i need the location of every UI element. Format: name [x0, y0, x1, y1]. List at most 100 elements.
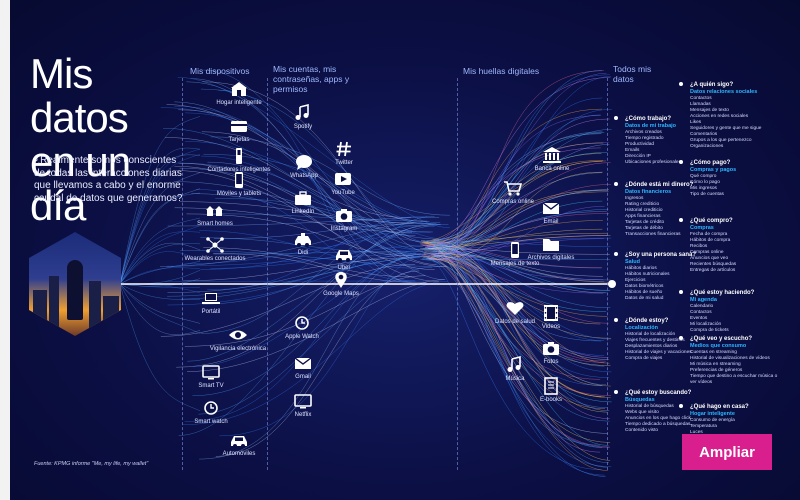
accounts-label: LinkedIn — [291, 209, 315, 215]
mail-icon — [542, 202, 560, 214]
category-item: Grupos a los que pertenezco — [690, 137, 752, 143]
category-heading: Compras y pagos — [690, 167, 737, 173]
flow-line — [119, 153, 201, 285]
flow-line — [423, 142, 604, 244]
flow-line — [180, 250, 448, 267]
flow-line — [423, 144, 610, 257]
accounts-label: YouTube — [331, 190, 355, 196]
axis-end-dot — [608, 280, 616, 288]
flow-line — [422, 251, 605, 341]
accounts-node: Gmail — [271, 354, 335, 381]
film-icon — [544, 305, 558, 321]
flow-line — [198, 267, 433, 415]
category-heading: Mi agenda — [690, 297, 717, 303]
devices-label: Contadores inteligentes — [207, 167, 271, 173]
flow-line — [119, 172, 201, 285]
flow-line — [422, 259, 609, 446]
folder-icon — [543, 239, 559, 251]
accounts-node: Netflix — [271, 392, 335, 419]
category-question: ¿Qué compro? — [690, 218, 733, 224]
left-edge-strip — [0, 0, 10, 500]
flow-line — [433, 254, 601, 446]
footprints-node: E-books — [519, 377, 583, 404]
category-question: ¿Qué estoy buscando? — [625, 390, 692, 396]
category-item: Mensajes de texto — [690, 107, 729, 113]
category-bullet — [679, 336, 683, 340]
category-item: Productividad — [625, 141, 655, 147]
devices-label: Smart TV — [198, 383, 224, 389]
devices-node: Hogar inteligente — [207, 80, 271, 107]
flow-line — [195, 189, 416, 282]
category-item: Historial crediticio — [625, 207, 663, 213]
flow-line — [182, 281, 448, 425]
flow-line — [428, 247, 605, 356]
accounts-label: Twitter — [335, 160, 353, 166]
flow-line — [119, 278, 201, 287]
category-item: Datos biométricos — [625, 283, 664, 289]
footprints-label: Mensajes de texto — [490, 261, 540, 267]
footprints-label: Email — [543, 219, 559, 225]
category-item: Historial de búsquedas — [625, 403, 674, 409]
flow-line — [421, 255, 610, 448]
flow-line — [425, 97, 603, 253]
footprints-node: Fotos — [519, 339, 583, 366]
meter-icon — [236, 148, 242, 164]
footprints-label: Fotos — [543, 359, 559, 365]
flow-line — [199, 253, 426, 460]
category-item: Consumo de energía — [690, 417, 735, 423]
eye-icon — [229, 330, 247, 340]
ampliar-button[interactable]: Ampliar — [682, 434, 772, 470]
category-item: Historial de viajes y vacaciones — [625, 349, 692, 355]
flow-line — [119, 192, 201, 285]
devices-label: Móviles y tablets — [216, 191, 262, 197]
accounts-node: LinkedIn — [271, 189, 335, 216]
pin-icon — [335, 272, 347, 288]
category-question: ¿Cómo trabajo? — [625, 116, 671, 122]
flow-line — [218, 89, 415, 281]
flow-line — [438, 206, 605, 260]
flow-line — [203, 69, 423, 247]
category-item: Hábitos de compra — [690, 237, 731, 243]
footprints-node: Archivos digitales — [519, 235, 583, 262]
accounts-label: Google Maps — [323, 291, 359, 297]
devices-node: Smart homes — [183, 201, 247, 228]
category-item: Temperatura — [690, 423, 717, 429]
footprints-label: Videos — [541, 324, 561, 330]
devices-label: Tarjetas — [228, 137, 250, 143]
accounts-node: Spotify — [271, 104, 335, 131]
category-question: ¿Soy una persona sana? — [625, 252, 697, 258]
devices-node: Móviles y tablets — [207, 171, 271, 198]
category-question: ¿Qué estoy haciendo? — [690, 290, 755, 296]
flow-line — [437, 258, 610, 419]
category-item: Hábitos nutricionales — [625, 271, 670, 277]
flow-line — [426, 115, 601, 257]
footprints-label: Música — [505, 376, 525, 382]
flow-line — [119, 283, 201, 324]
devices-label: Vigilancia electrónica — [209, 346, 267, 352]
accounts-node: Google Maps — [309, 271, 373, 298]
flow-line — [203, 247, 413, 278]
flow-line — [428, 258, 609, 360]
accounts-label: Apple Watch — [285, 334, 319, 340]
camera-icon — [543, 342, 559, 355]
category-item: Compras online — [690, 249, 724, 255]
music-icon — [507, 356, 521, 372]
flow-line — [119, 188, 201, 285]
category-item: Archivos creados — [625, 129, 662, 135]
flow-line — [202, 81, 438, 255]
flow-line — [202, 223, 449, 305]
accounts-label: Spotify — [293, 124, 313, 130]
devices-label: Smart watch — [194, 419, 228, 425]
flow-line — [184, 275, 426, 347]
column-head-footprints: Mis huellas digitales — [463, 66, 540, 76]
flow-line — [193, 246, 447, 367]
flow-line — [119, 267, 201, 285]
footprints-node: Música — [483, 356, 547, 383]
accounts-node: Didi — [271, 230, 335, 257]
column-head-devices: Mis dispositivos — [190, 66, 250, 76]
footprints-node: Email — [519, 199, 583, 226]
